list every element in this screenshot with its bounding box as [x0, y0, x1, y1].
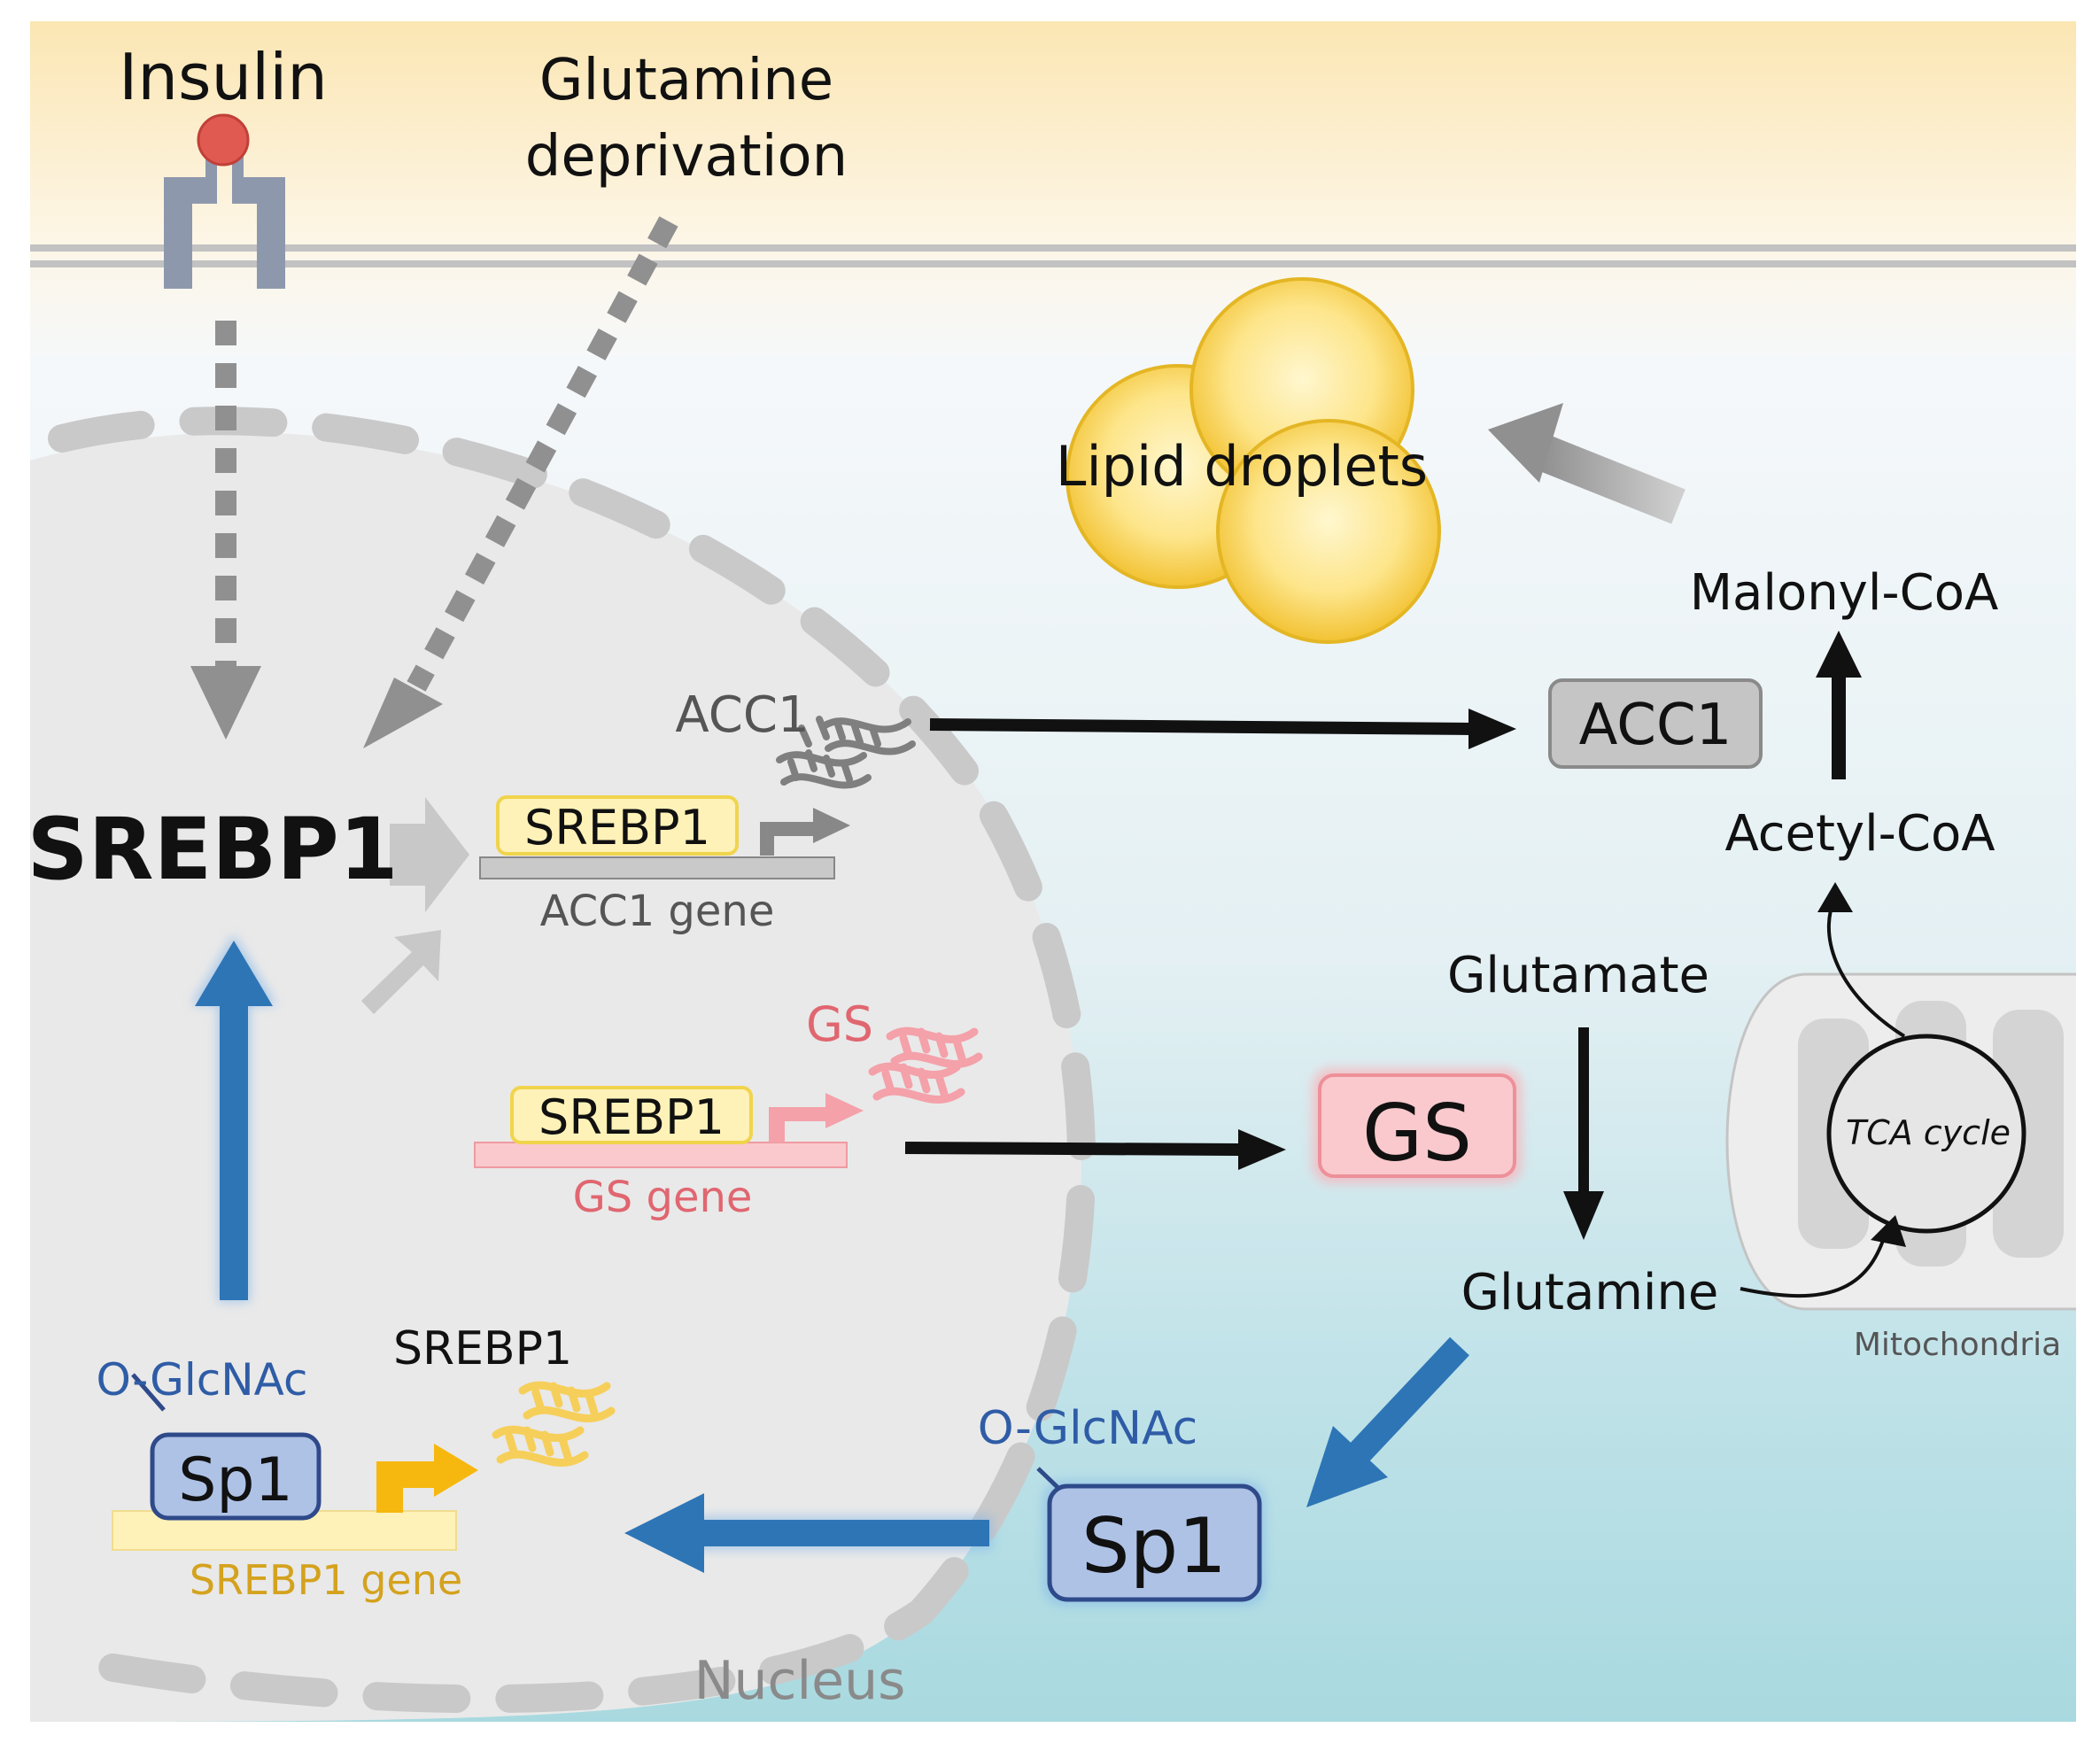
srebp1-box-gs-label: SREBP1	[539, 1089, 725, 1145]
sp1-cyto-label: Sp1	[1081, 1502, 1227, 1591]
insulin-to-srebp1-arrow	[190, 321, 261, 740]
o-glcnac-nuclear-label: O-GlcNAc	[97, 1354, 308, 1406]
acc1-translation-arrow	[929, 709, 1516, 749]
gs-protein-label: GS	[1362, 1088, 1472, 1179]
sp1-to-srebp1-blue-arrow	[191, 934, 276, 1302]
sp1-cyto-box	[1047, 1483, 1262, 1602]
lipid-droplets-icon	[1065, 277, 1441, 644]
srebp1-gene-label: SREBP1 gene	[190, 1556, 462, 1604]
o-glcnac-cyto-label: O-GlcNAc	[978, 1402, 1198, 1455]
gs-translation-arrow	[904, 1129, 1286, 1170]
glutamate-label: Glutamate	[1447, 947, 1709, 1004]
acetyl-to-malonyl-arrow	[1816, 631, 1862, 779]
glutamine-to-sp1-blue-arrow	[1306, 1336, 1469, 1507]
acc1-protein-box	[1548, 678, 1763, 769]
srebp1-main-label: SREBP1	[27, 800, 399, 899]
malonyl-coa-label: Malonyl-CoA	[1690, 564, 1999, 622]
glutamine-deprivation-to-srebp1-arrow	[363, 216, 678, 748]
gs-gene-construct	[474, 1086, 864, 1168]
insulin-ligand-icon	[197, 113, 250, 167]
srebp1-mrna-icon	[492, 1381, 616, 1468]
acc1-protein-label: ACC1	[1579, 693, 1732, 758]
mitochondria-label: Mitochondria	[1854, 1327, 2061, 1363]
gs-mrna-icon	[868, 1026, 983, 1104]
tca-cycle-label: TCA cycle	[1846, 1113, 2011, 1152]
plasma-membrane	[30, 244, 2076, 267]
acetyl-coa-label: Acetyl-CoA	[1724, 805, 1995, 863]
lipid-droplets-label: Lipid droplets	[1056, 434, 1428, 499]
gs-gene-label: GS gene	[573, 1173, 753, 1222]
nucleus-label: Nucleus	[694, 1650, 906, 1712]
insulin-receptor-icon	[164, 113, 285, 289]
srebp1-box-acc1-label: SREBP1	[524, 800, 710, 856]
srebp1-mrna-label: SREBP1	[393, 1322, 572, 1375]
glutamate-to-glutamine-arrow	[1563, 1027, 1604, 1240]
tca-cycle-circle	[1826, 1034, 2026, 1234]
gs-mrna-label: GS	[806, 996, 873, 1052]
acc1-gene-construct	[479, 795, 850, 879]
acc1-mrna-label: ACC1	[675, 686, 809, 744]
sp1-to-srebp1-gene-blue-arrow	[624, 1493, 992, 1573]
mitochondrion	[1725, 882, 2076, 1311]
sp1-nuclear-box	[150, 1432, 322, 1521]
sp1-nuclear-label: Sp1	[178, 1445, 293, 1515]
insulin-label: Insulin	[119, 40, 328, 114]
malonyl-coa-to-lipid-arrow	[1488, 403, 1685, 524]
nucleus	[30, 407, 1096, 1722]
gs-protein-box	[1318, 1073, 1516, 1178]
glutamine-label: Glutamine	[1461, 1264, 1719, 1321]
glutamine-deprivation-label-line1: Glutamine	[539, 48, 833, 113]
srebp1-activation-arrows	[361, 797, 469, 1014]
o-glcnac-link-nuclear	[131, 1373, 166, 1412]
acc1-mrna-icon	[776, 716, 916, 789]
glutamine-deprivation-label-line2: deprivation	[525, 124, 848, 190]
acc1-gene-label: ACC1 gene	[540, 887, 775, 936]
